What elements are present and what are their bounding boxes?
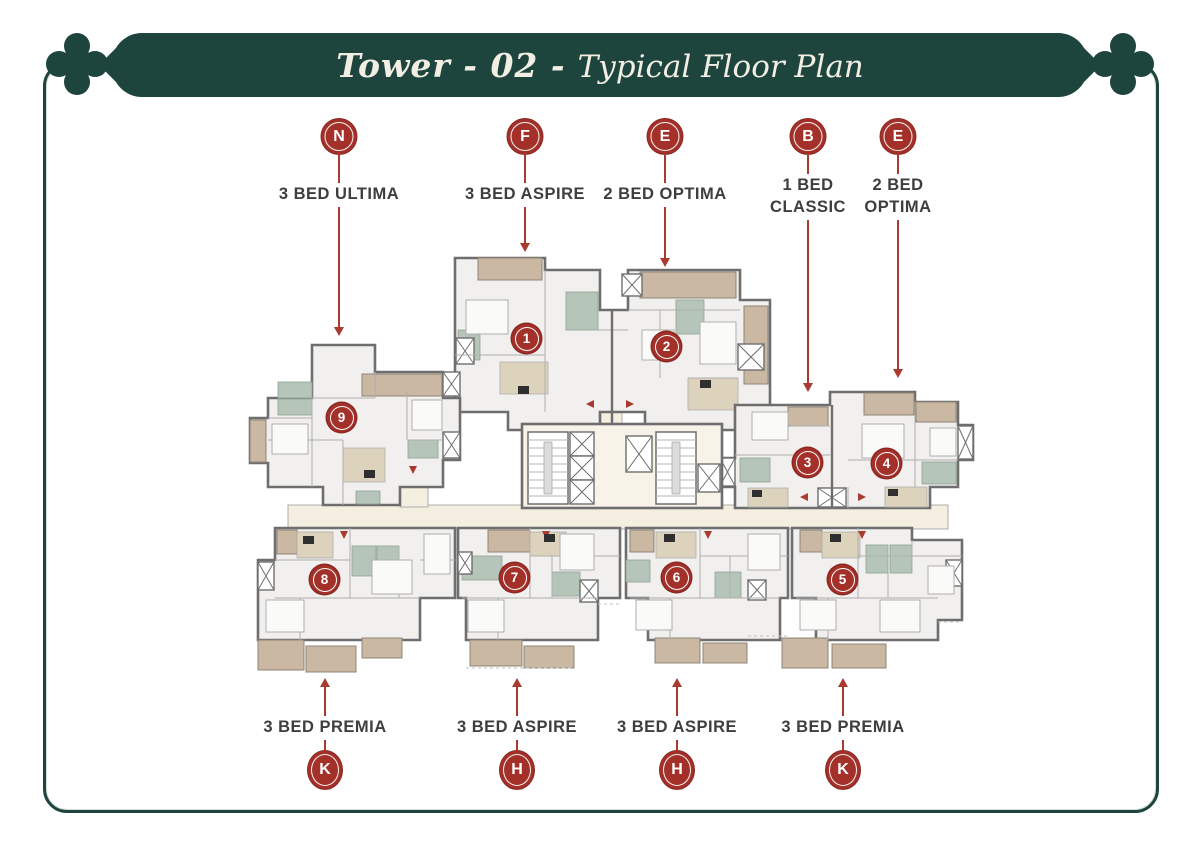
marker-badge-h: H: [500, 751, 534, 789]
block-unit-8: [256, 526, 457, 673]
arrow-down-icon: [334, 327, 344, 336]
marker-badge-k: K: [826, 751, 860, 789]
unit-marker-4: 4: [872, 449, 901, 478]
unit-type-label: 3 BED PREMIA: [259, 716, 391, 740]
arrow-down-icon: [660, 258, 670, 267]
unit-marker-8: 8: [310, 565, 339, 594]
block-unit-9: [248, 343, 462, 507]
marker-line: [338, 153, 340, 327]
marker-badge-f: F: [507, 119, 543, 154]
unit-type-label: 3 BED ASPIRE: [460, 183, 590, 207]
arrow-down-icon: [803, 383, 813, 392]
arrow-down-icon: [893, 369, 903, 378]
unit-marker-2: 2: [652, 332, 681, 361]
kitchen-stove-icons: [303, 380, 898, 544]
unit-marker-9: 9: [327, 403, 356, 432]
arrow-up-icon: [838, 678, 848, 687]
block-units-3-4: [718, 390, 975, 510]
block-unit-6: [624, 526, 790, 664]
marker-line: [807, 153, 809, 383]
page-title-accent: Typical Floor Plan: [577, 48, 864, 85]
unit-marker-5: 5: [828, 565, 857, 594]
marker-badge-e: E: [880, 119, 916, 154]
arrow-down-icon: [520, 243, 530, 252]
unit-marker-1: 1: [512, 324, 541, 353]
unit-type-label: 2 BED OPTIMA: [848, 174, 948, 220]
page-title-main: Tower - 02 -: [336, 45, 566, 85]
marker-badge-k: K: [308, 751, 342, 789]
marker-badge-e: E: [647, 119, 683, 154]
marker-badge-n: N: [321, 119, 357, 154]
arrow-up-icon: [672, 678, 682, 687]
arrow-up-icon: [512, 678, 522, 687]
marker-badge-b: B: [790, 119, 826, 154]
block-units-1-2: [453, 256, 772, 432]
unit-marker-6: 6: [662, 563, 691, 592]
block-unit-5: [781, 526, 964, 669]
unit-marker-7: 7: [500, 563, 529, 592]
marker-line: [897, 153, 899, 369]
unit-type-label: 3 BED ASPIRE: [452, 716, 582, 740]
page-title: Tower - 02 - Typical Floor Plan: [336, 46, 864, 85]
header-bar: Tower - 02 - Typical Floor Plan: [112, 33, 1088, 97]
entrance-arrows: [340, 400, 866, 539]
quatrefoil-ornament-left-icon: [45, 32, 109, 96]
unit-type-label: 2 BED OPTIMA: [599, 183, 731, 207]
quatrefoil-ornament-right-icon: [1091, 32, 1155, 96]
block-unit-7: [456, 526, 622, 669]
unit-type-label: 1 BED CLASSIC: [758, 174, 858, 220]
arrow-up-icon: [320, 678, 330, 687]
unit-type-label: 3 BED ULTIMA: [274, 183, 404, 207]
central-core: [520, 422, 724, 510]
unit-marker-3: 3: [793, 448, 822, 477]
marker-badge-h: H: [660, 751, 694, 789]
dashed-details: [466, 603, 962, 669]
unit-type-label: 3 BED ASPIRE: [612, 716, 742, 740]
unit-type-label: 3 BED PREMIA: [777, 716, 909, 740]
